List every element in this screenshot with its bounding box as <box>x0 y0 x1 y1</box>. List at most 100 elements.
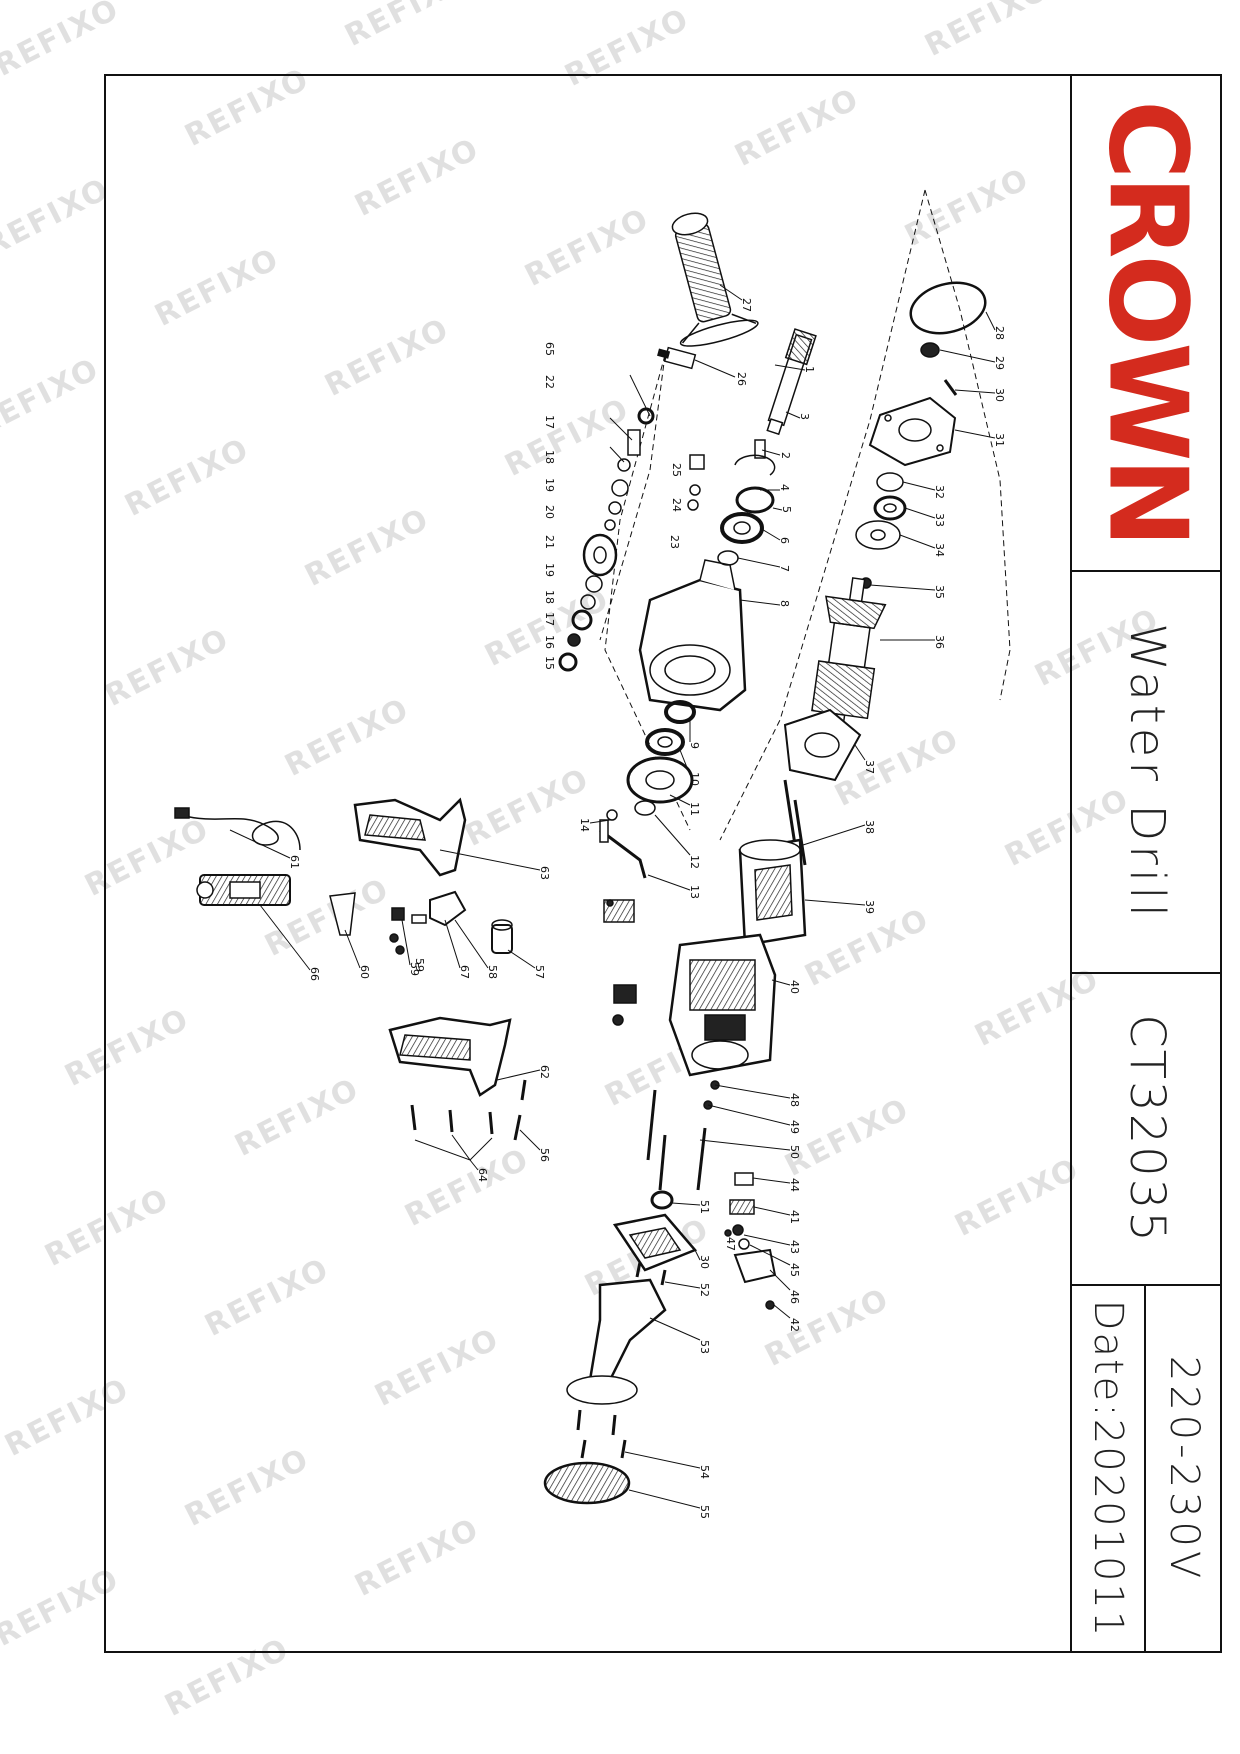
gear-housing-cover <box>868 396 957 467</box>
part-label: 45 <box>788 1263 801 1277</box>
part-label: 29 <box>993 356 1006 370</box>
long-screw <box>658 1134 667 1191</box>
nut <box>637 407 655 425</box>
part-label: 17 <box>543 415 556 429</box>
part-label: 12 <box>688 855 701 869</box>
washer <box>604 519 616 531</box>
part-label: 30 <box>993 388 1006 402</box>
part-label: 48 <box>788 1093 801 1107</box>
part-label: 18 <box>543 590 556 604</box>
motor-housing <box>668 933 777 1077</box>
bearing-plate <box>855 520 901 550</box>
part-label: 8 <box>778 600 791 607</box>
part-label: 44 <box>788 1178 801 1192</box>
part-label: 42 <box>788 1318 801 1332</box>
ring <box>634 800 656 816</box>
bearing <box>645 728 685 756</box>
model-cell: CT32035 <box>1072 974 1222 1286</box>
brush-holder <box>613 984 637 1004</box>
screw <box>765 1300 775 1310</box>
part-label: 58 <box>486 965 499 979</box>
nut <box>920 342 940 358</box>
part-label: 63 <box>538 866 551 880</box>
part-label: 39 <box>863 900 876 914</box>
model-number: CT32035 <box>1119 1014 1175 1244</box>
cord-clamp <box>429 890 467 927</box>
screw <box>580 1439 587 1459</box>
part-label: 36 <box>933 635 946 649</box>
part-label: 18 <box>543 450 556 464</box>
long-screw <box>783 779 797 846</box>
washer <box>608 501 622 515</box>
part-label: 31 <box>993 433 1006 447</box>
part-label: 19 <box>543 563 556 577</box>
part-label: 59 <box>413 958 426 972</box>
o-ring <box>909 281 987 335</box>
watermark: REFIXO <box>339 0 476 54</box>
armature-rotor <box>811 577 887 731</box>
part-label: 33 <box>933 513 946 527</box>
water-valve <box>657 346 697 370</box>
part-label: 41 <box>788 1210 801 1224</box>
product-cell: Water Drill <box>1072 572 1222 974</box>
auxiliary-handle-base <box>566 1278 667 1405</box>
circlip <box>734 454 776 476</box>
part-label: 14 <box>578 818 591 832</box>
part-label: 13 <box>688 885 701 899</box>
screw <box>488 1111 494 1135</box>
part-label: 60 <box>358 965 371 979</box>
voltage-cell: 220-230V <box>1146 1286 1222 1651</box>
part-label: 6 <box>778 537 791 544</box>
part-label: 23 <box>668 535 681 549</box>
part-label: 22 <box>543 375 556 389</box>
part-label: 1 <box>803 366 816 373</box>
washer <box>876 472 904 492</box>
clamp <box>391 907 405 921</box>
part-label: 20 <box>543 505 556 519</box>
switch-trigger <box>734 1172 754 1186</box>
gear-housing <box>638 559 747 712</box>
shift-lever <box>599 828 647 879</box>
screw <box>660 1269 667 1286</box>
logo-cell: CROWN <box>1072 74 1222 572</box>
part-label: 24 <box>670 498 683 512</box>
washer <box>580 594 596 610</box>
watermark: REFIXO <box>919 0 1056 64</box>
part-label: 28 <box>993 326 1006 340</box>
part-label: 35 <box>933 585 946 599</box>
drawing-date: Date:20201011 <box>1085 1299 1131 1638</box>
long-screw <box>646 1089 657 1161</box>
screw <box>389 933 399 943</box>
washer <box>689 484 701 496</box>
bearing <box>571 609 593 631</box>
part-label: 51 <box>698 1200 711 1214</box>
leader-lines <box>229 284 996 1509</box>
info-cell: Date:20201011 220-230V <box>1072 1286 1222 1651</box>
spring <box>738 1238 750 1250</box>
screw <box>448 1109 454 1133</box>
part-number-labels: 27 1 2 3 4 5 6 7 8 9 10 11 12 13 14 15 1… <box>288 298 1006 1519</box>
switch-module <box>196 874 291 906</box>
part-label: 26 <box>735 372 748 386</box>
rubber-pad <box>543 1461 631 1505</box>
clutch-disc <box>582 533 618 577</box>
part-label: 37 <box>863 760 876 774</box>
screw <box>943 379 958 396</box>
part-label: 59 <box>408 962 421 976</box>
part-label: 65 <box>543 342 556 356</box>
bearing <box>720 512 764 544</box>
part-label: 32 <box>933 485 946 499</box>
part-label: 21 <box>543 535 556 549</box>
part-label: 52 <box>698 1283 711 1297</box>
part-label: 25 <box>670 463 683 477</box>
part-label: 67 <box>458 965 471 979</box>
part-label: 17 <box>543 612 556 626</box>
part-label: 62 <box>538 1065 551 1079</box>
screw <box>635 1261 642 1278</box>
watermark: REFIXO <box>0 351 106 444</box>
spring <box>567 633 581 647</box>
bearing <box>664 700 696 724</box>
part-label: 64 <box>476 1168 489 1182</box>
power-cord <box>174 807 301 851</box>
